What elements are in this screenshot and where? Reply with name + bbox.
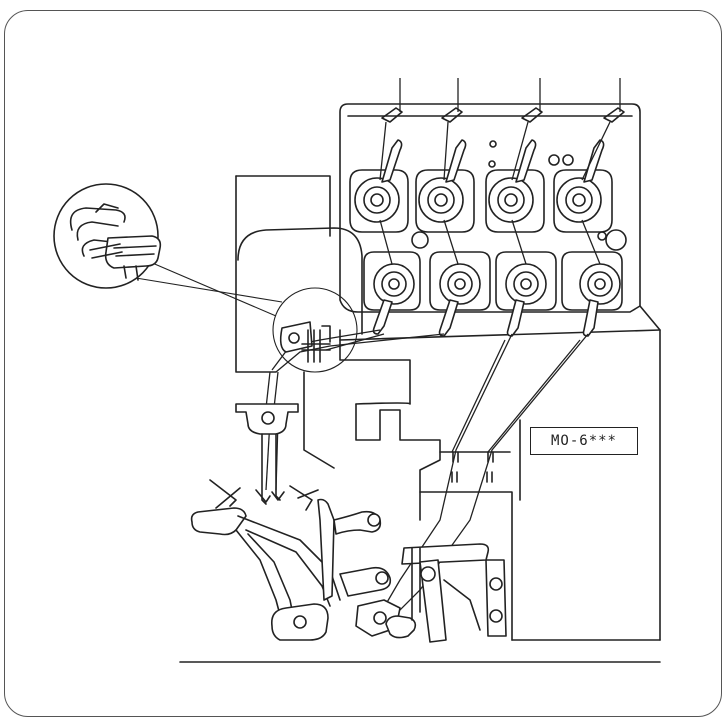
thread-guide-marks [439,451,511,483]
tension-dial-upper-3 [485,139,545,233]
tension-dial-lower-4 [561,251,623,337]
diagram-frame [4,10,722,717]
needle-thread-guide [272,287,358,373]
needle-clamp [235,403,299,505]
machine-body [179,103,661,663]
lower-tension-dials [363,251,623,337]
looper-mechanism [190,479,507,643]
thread-paths [265,121,611,631]
tension-dial-lower-2 [429,251,491,337]
tension-dial-upper-2 [415,139,475,233]
tension-dial-upper-4 [553,139,613,233]
tension-dial-upper-1 [349,139,409,233]
tension-dial-lower-1 [363,251,421,335]
thread-spools [381,78,625,123]
magnifier-callout [53,183,283,317]
tension-dial-lower-3 [495,251,557,337]
model-label: MO-6*** [530,427,638,455]
upper-tension-dials [349,139,613,233]
